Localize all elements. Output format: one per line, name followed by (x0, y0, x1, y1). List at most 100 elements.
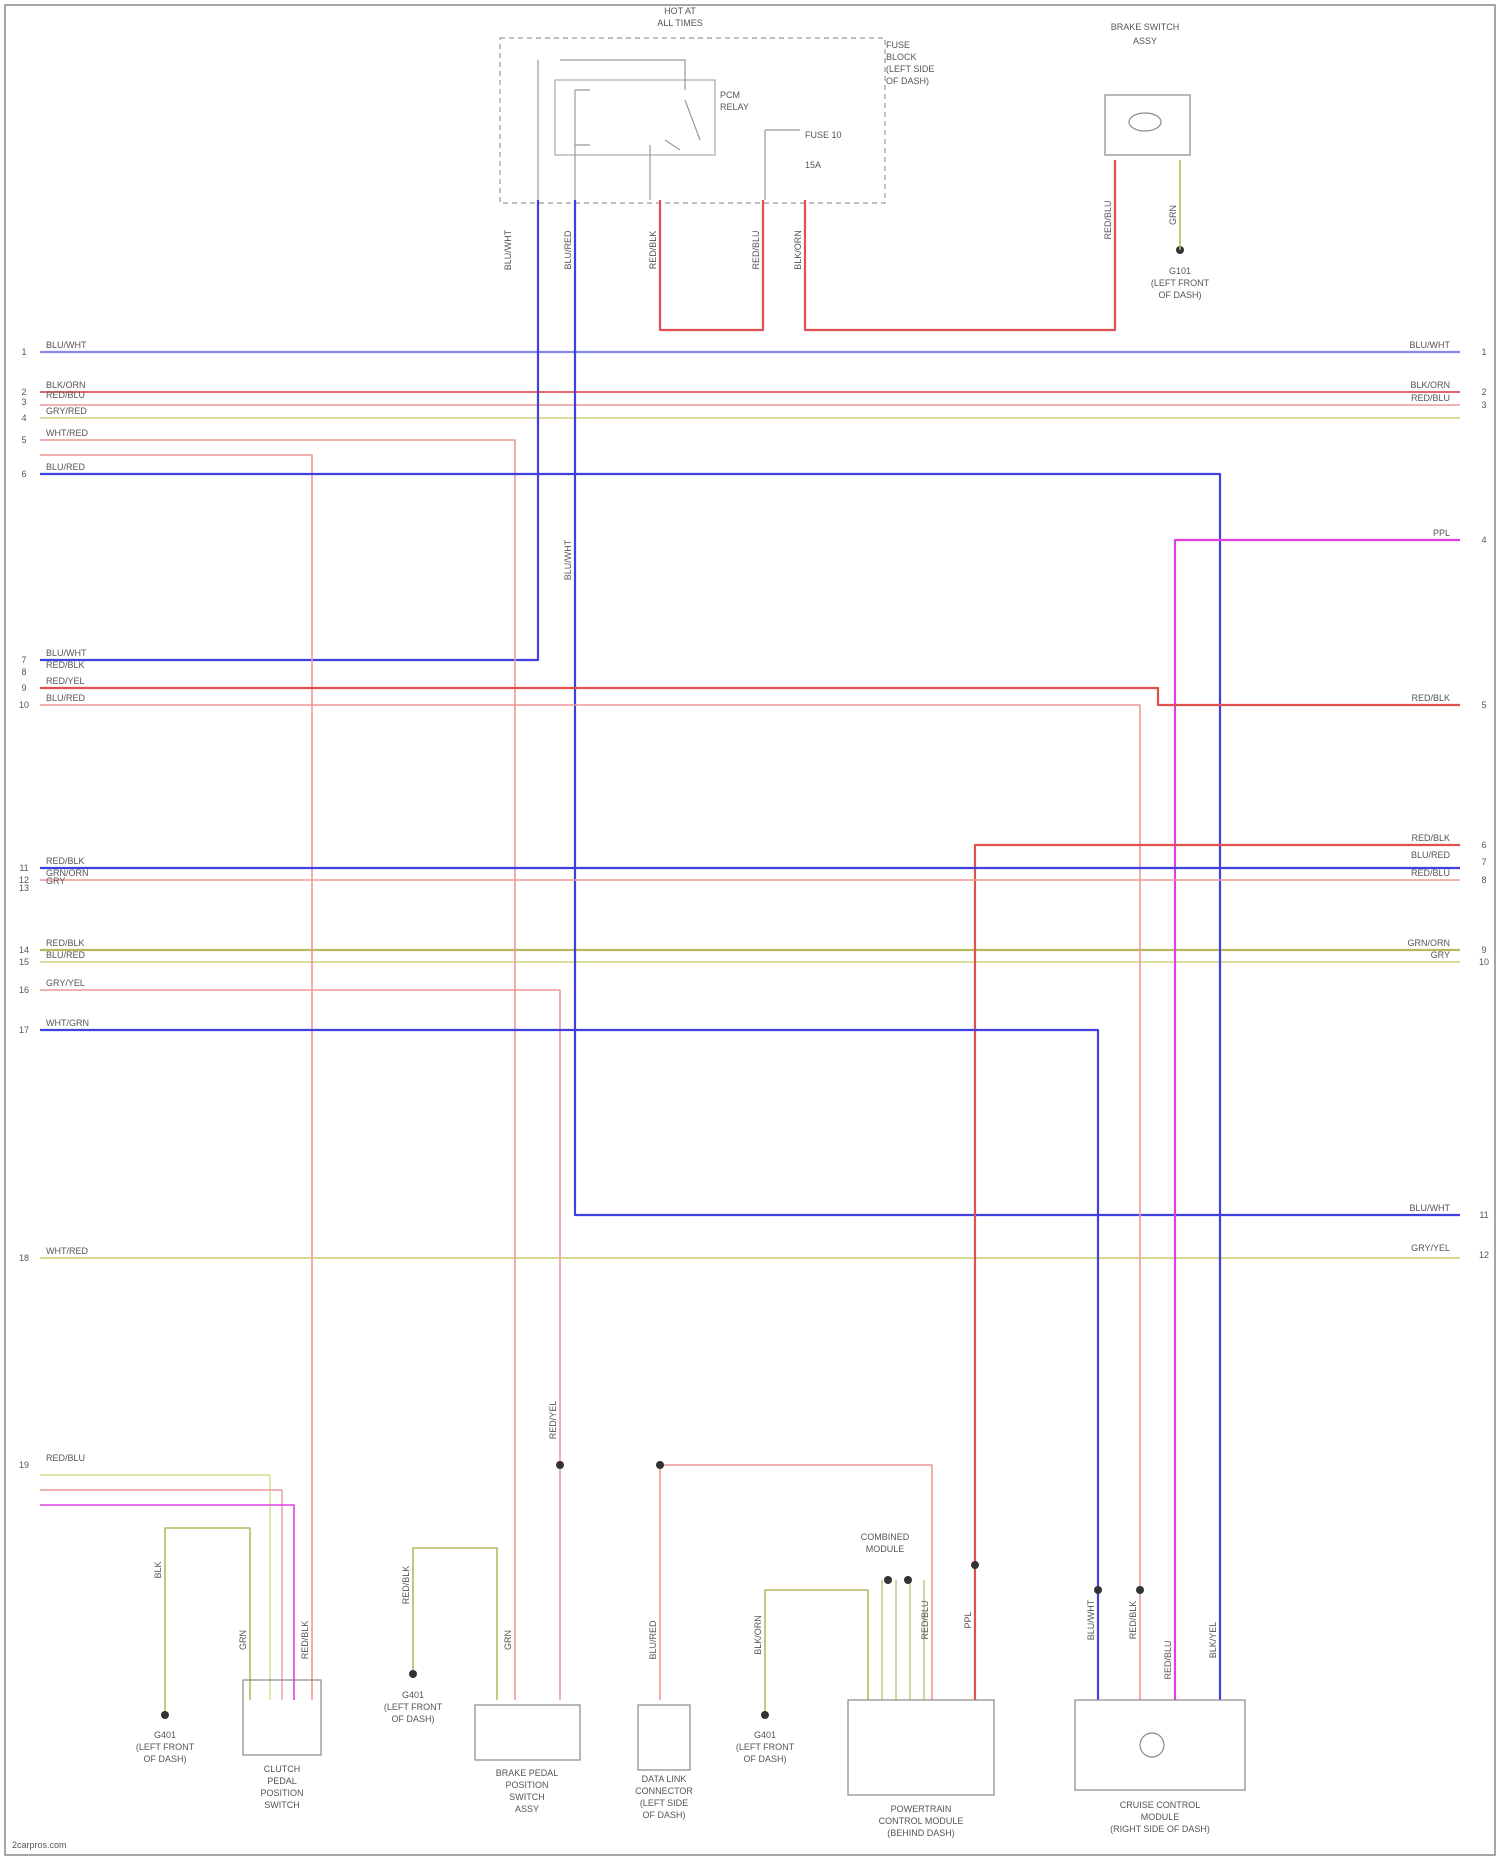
relay-title-1: HOT AT (664, 6, 696, 16)
left-wire-num: 3 (21, 397, 26, 407)
right-wire-num: 1 (1481, 347, 1486, 357)
brake-ground-2: (LEFT FRONT (384, 1702, 443, 1712)
top-right-title-1: BRAKE SWITCH (1111, 22, 1180, 32)
fuse-label-1: FUSE 10 (805, 130, 842, 140)
left-wire-num: 17 (19, 1025, 29, 1035)
vertical-wire-label: RED/BLU (751, 230, 761, 269)
fuse-label-2: 15A (805, 160, 821, 170)
diagram-border (5, 5, 1495, 1855)
left-wire-num: 11 (19, 863, 28, 873)
vertical-wire-label: BLU/WHT (503, 229, 513, 270)
wire-wht-red (40, 440, 515, 1700)
vertical-wire-label: RED/BLU (920, 1600, 930, 1639)
vertical-wire-label: BLU/WHT (1086, 1599, 1096, 1640)
right-wire-num: 5 (1481, 700, 1486, 710)
powertrain-control-module: POWERTRAIN CONTROL MODULE (BEHIND DASH) … (736, 1532, 994, 1838)
junction-dot (1094, 1586, 1102, 1594)
wire-blu-red-6 (40, 474, 1220, 1700)
vertical-wire-label: RED/YEL (548, 1401, 558, 1440)
vertical-wire-label: BLU/RED (563, 230, 573, 270)
pcm-note-2: MODULE (866, 1544, 905, 1554)
top-right-ground-2: (LEFT FRONT (1151, 278, 1210, 288)
right-wire-label: RED/BLK (1411, 693, 1450, 703)
left-wire-label: BLK/ORN (46, 380, 86, 390)
brake-ground-1: G401 (402, 1690, 424, 1700)
left-wire-num: 10 (19, 700, 29, 710)
relay-title-2: ALL TIMES (657, 18, 703, 28)
left-wire-num: 15 (19, 957, 29, 967)
relay-label-1: PCM (720, 90, 740, 100)
fuse-block-note-3: (LEFT SIDE (886, 64, 934, 74)
junction-dot (1136, 1586, 1144, 1594)
right-wire-label: BLK/ORN (1410, 380, 1450, 390)
wire-wht-red-18 (40, 1490, 282, 1700)
clutch-switch-title-2: PEDAL (267, 1776, 297, 1786)
right-wire-num: 11 (1479, 1210, 1488, 1220)
junction-dot (971, 1561, 979, 1569)
right-wire-label: PPL (1433, 528, 1450, 538)
right-wire-label: BLU/WHT (1410, 340, 1451, 350)
right-wire-num: 6 (1481, 840, 1486, 850)
right-wire-num: 3 (1481, 400, 1486, 410)
vertical-wire-label: GRN (238, 1630, 248, 1650)
clutch-ground-1: G401 (154, 1730, 176, 1740)
left-wire-label: BLU/WHT (46, 648, 87, 658)
top-right-box (1105, 95, 1190, 155)
pcm-box (848, 1700, 994, 1795)
cruise-control-module: CRUISE CONTROL MODULE (RIGHT SIDE OF DAS… (1075, 1700, 1245, 1834)
top-right-switch-icon (1129, 113, 1161, 131)
vertical-wire-label: RED/BLU (1103, 200, 1113, 239)
vertical-wire-label: BLK/ORN (753, 1615, 763, 1655)
right-wire-label: GRY/YEL (1411, 1243, 1450, 1253)
wire-red-blk-8 (40, 688, 1460, 705)
clutch-switch-title-3: POSITION (260, 1788, 303, 1798)
junction-dot (556, 1461, 564, 1469)
clutch-ground-lead (165, 1528, 250, 1715)
clutch-ground-3: OF DASH) (143, 1754, 186, 1764)
vertical-wire-label: BLU/RED (648, 1620, 658, 1660)
wire-ppl (1175, 540, 1460, 1700)
wire-blu-red-15 (40, 1030, 1098, 1700)
left-wire-label: RED/BLK (46, 660, 85, 670)
wire-red-blk-14 (40, 990, 560, 1700)
right-wire-num: 7 (1481, 857, 1486, 867)
wire-red-blu-left (40, 455, 312, 1700)
brake-switch-title-4: ASSY (515, 1804, 539, 1814)
right-wire-label: GRY (1431, 950, 1450, 960)
left-wire-label: GRY/YEL (46, 978, 85, 988)
left-wire-label: RED/BLU (46, 390, 85, 400)
right-wire-num: 2 (1481, 387, 1486, 397)
left-wire-num: 5 (21, 435, 26, 445)
brake-ground-3: OF DASH) (391, 1714, 434, 1724)
footer-credit: 2carpros.com (12, 1840, 67, 1850)
left-wire-label: WHT/RED (46, 428, 88, 438)
top-right-component: BRAKE SWITCH ASSY G101 (LEFT FRONT OF DA… (1105, 22, 1210, 300)
right-wire-label: BLU/RED (1411, 850, 1451, 860)
wire-red-blk-pcm (975, 845, 1460, 1700)
right-wire-label: RED/BLU (1411, 393, 1450, 403)
relay-coil-path (538, 60, 800, 200)
ccm-title-1: CRUISE CONTROL (1120, 1800, 1201, 1810)
pcm-title-3: (BEHIND DASH) (887, 1828, 955, 1838)
junction-dot (884, 1576, 892, 1584)
fuse-block-note-2: BLOCK (886, 52, 917, 62)
dlc-box (638, 1705, 690, 1770)
brake-ground-dot (409, 1670, 417, 1678)
pcm-title-2: CONTROL MODULE (879, 1816, 964, 1826)
brake-switch: BRAKE PEDAL POSITION SWITCH ASSY G401 (L… (384, 1670, 580, 1814)
dlc-title-3: (LEFT SIDE (640, 1798, 688, 1808)
vertical-wire-label: RED/BLK (648, 231, 658, 270)
right-wire-label: RED/BLU (1411, 868, 1450, 878)
ccm-title-2: MODULE (1141, 1812, 1180, 1822)
top-right-ground-3: OF DASH) (1158, 290, 1201, 300)
top-right-ground-1: G101 (1169, 266, 1191, 276)
pcm-ground-lead (765, 1590, 868, 1715)
left-wire-num: 14 (19, 945, 29, 955)
top-right-title-2: ASSY (1133, 36, 1157, 46)
vertical-wire-label: GRN (1168, 205, 1178, 225)
relay-fuse-box: HOT AT ALL TIMES FUSE BLOCK (LEFT SIDE O… (500, 6, 934, 203)
right-wire-label: RED/BLK (1411, 833, 1450, 843)
vertical-wire-label: PPL (963, 1611, 973, 1628)
clutch-ground-2: (LEFT FRONT (136, 1742, 195, 1752)
